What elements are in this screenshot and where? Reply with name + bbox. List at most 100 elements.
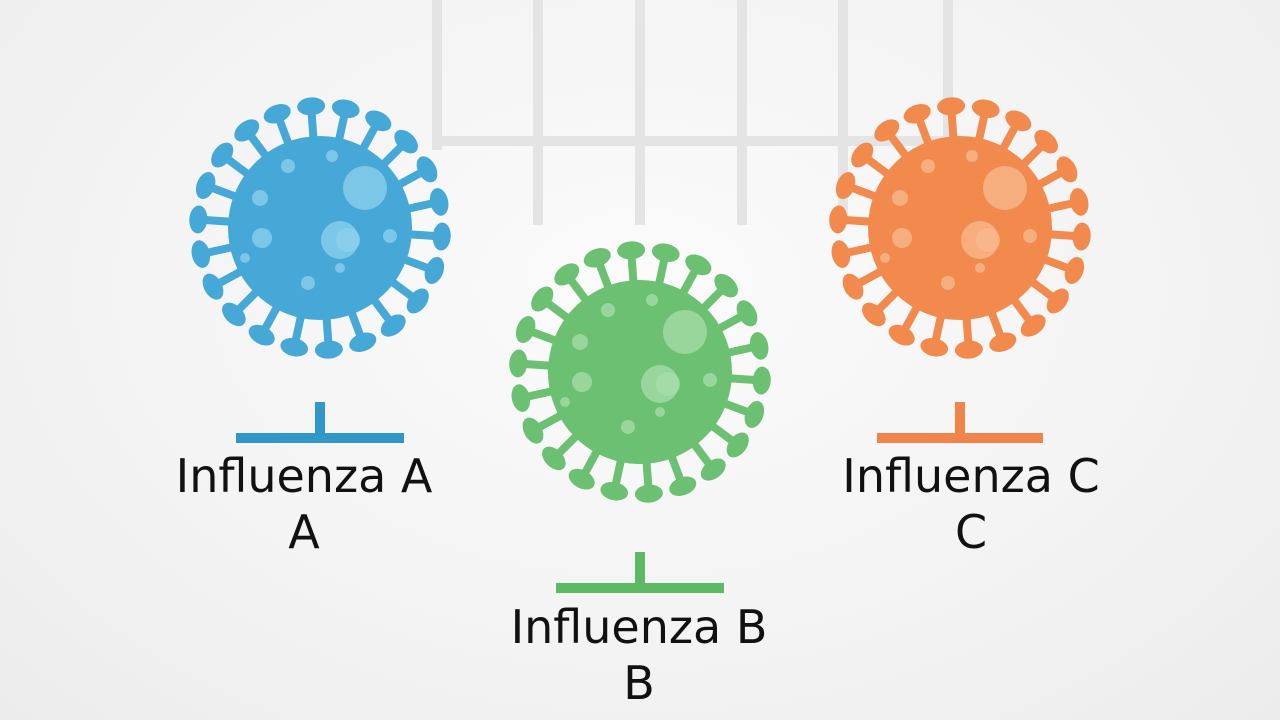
spike-knob (416, 156, 438, 183)
virus-spot (560, 397, 570, 407)
spike-knob (522, 417, 544, 444)
virus-influenza-c (829, 97, 1091, 359)
spike-knob (888, 324, 915, 346)
grid-line (533, 0, 543, 225)
bracket-stem (315, 402, 325, 438)
spike-knob (222, 302, 246, 327)
virus-influenza-b (509, 241, 771, 503)
virus-spot (941, 276, 955, 290)
spike-knob (634, 484, 663, 503)
spike-knob (1069, 188, 1089, 216)
label-influenza-c-title: Influenza C (842, 449, 1100, 503)
spike-knob (736, 300, 758, 327)
spike-knob (1064, 256, 1085, 284)
grid-line (737, 0, 747, 225)
grid-line (437, 136, 947, 146)
spike-knob (583, 247, 611, 268)
virus-spot (572, 372, 592, 392)
spike-knob (874, 119, 900, 142)
virus-body (228, 136, 412, 320)
spike-knob (1034, 129, 1058, 154)
spike-knob (432, 222, 451, 251)
virus-spot (655, 407, 665, 417)
virus-spot (663, 310, 707, 354)
spike-knob (744, 400, 765, 428)
spike-knob (542, 446, 566, 471)
grid-line (943, 0, 953, 150)
virus-spot (703, 373, 717, 387)
virus-spot (621, 420, 635, 434)
virus-spot (880, 253, 890, 263)
spike-knob (394, 129, 418, 154)
virus-spot (252, 190, 268, 206)
spike-knob (365, 110, 392, 132)
spike-knob (349, 332, 377, 353)
spike-knob (568, 468, 595, 490)
spike-knob (862, 302, 886, 327)
spike-knob (651, 243, 680, 263)
spike-knob (380, 314, 406, 337)
spike-knob (191, 240, 211, 268)
grid-line (432, 0, 442, 150)
spike-knob (749, 332, 769, 360)
spike-knob (700, 458, 726, 481)
bracket-stem (635, 552, 645, 588)
spike-knob (617, 241, 646, 260)
grid-line (838, 0, 848, 225)
spike-knob (685, 254, 712, 276)
spike-knob (954, 340, 983, 359)
spike-knob (851, 142, 874, 168)
virus-spot (976, 228, 1000, 252)
label-brackets (236, 402, 1043, 593)
spike-knob (971, 99, 1000, 119)
spike-knob (835, 172, 856, 200)
spike-knob (515, 316, 536, 344)
virus-spot (326, 150, 338, 162)
spike-knob (842, 273, 864, 300)
spike-knob (424, 256, 445, 284)
spike-knob (248, 324, 275, 346)
spike-knob (263, 103, 291, 124)
spike-knob (211, 142, 234, 168)
virus-spot (1023, 229, 1037, 243)
spike-knob (429, 188, 449, 216)
virus-spot (921, 159, 935, 173)
virus-spot (343, 166, 387, 210)
spike-knob (531, 286, 554, 312)
virus-spot (383, 229, 397, 243)
virus-spot (281, 159, 295, 173)
spike-knob (195, 172, 216, 200)
spike-knob (989, 332, 1017, 353)
label-influenza-c-sub: C (954, 505, 988, 559)
spike-knob (280, 337, 309, 357)
spike-knob (1056, 156, 1078, 183)
spike-knob (752, 366, 771, 395)
spike-knob (1005, 110, 1032, 132)
spike-knob (297, 97, 326, 116)
bracket-stem (955, 402, 965, 438)
label-influenza-b-title: Influenza B (510, 600, 768, 654)
spike-knob (714, 273, 738, 298)
virus-spot (656, 372, 680, 396)
spike-knob (920, 337, 949, 357)
spike-knob (1020, 314, 1046, 337)
label-influenza-a-title: Influenza A (175, 449, 433, 503)
spike-knob (903, 103, 931, 124)
background-grid (432, 0, 953, 225)
virus-spot (646, 294, 658, 306)
spike-knob (554, 263, 580, 286)
spike-knob (331, 99, 360, 119)
virus-influenza-a (189, 97, 451, 359)
spike-knob (406, 288, 429, 314)
spike-knob (1046, 288, 1069, 314)
virus-body (868, 136, 1052, 320)
virus-spot (252, 228, 272, 248)
grid-line (635, 0, 645, 225)
virus-spot (601, 303, 615, 317)
virus-spot (966, 150, 978, 162)
virus-spot (892, 190, 908, 206)
virus-spot (301, 276, 315, 290)
virus-spot (336, 228, 360, 252)
